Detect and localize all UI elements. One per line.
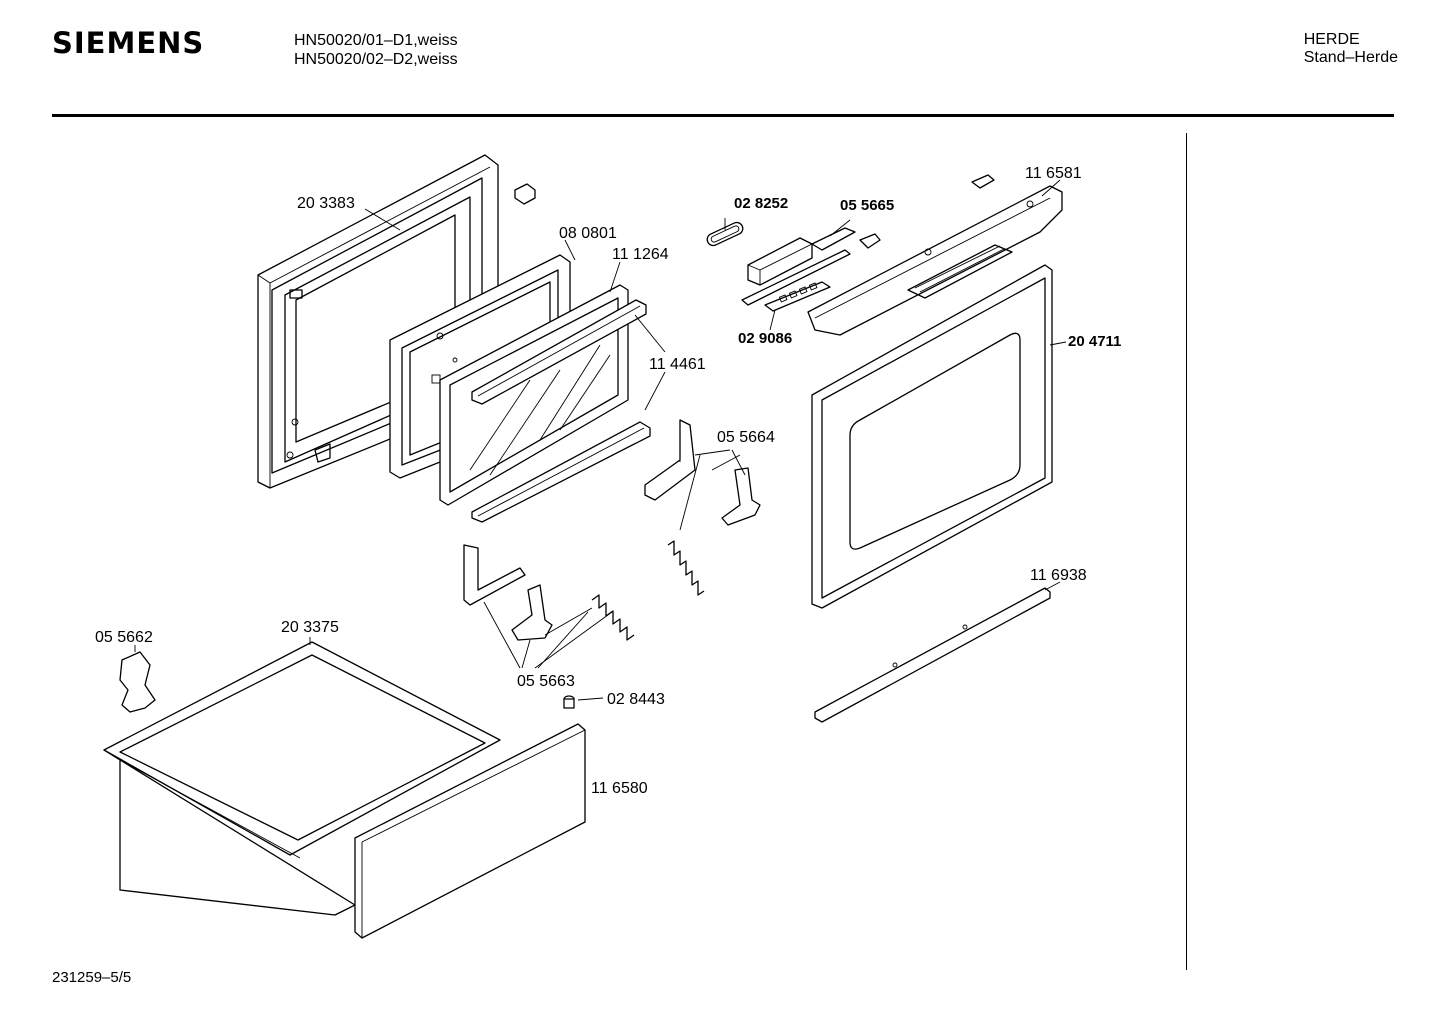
model-list: HN50020/01–D1,weiss HN50020/02–D2,weiss [294,31,458,69]
document-code: 231259–5/5 [52,969,132,986]
part-label-114461: 11 4461 [649,356,706,373]
category-line-1: HERDE [1303,31,1360,48]
part-label-116938: 11 6938 [1030,567,1087,584]
hinge-left-lower [463,544,526,606]
small-clip-top [514,183,536,205]
drawer-bracket [119,651,156,713]
drawer-front [354,723,586,939]
knob [563,695,575,709]
part-label-055664: 05 5664 [717,429,775,446]
glass-rail-top [471,299,647,405]
hinge-arm-upper [721,467,761,526]
part-label-029086: 02 9086 [738,330,792,347]
part-label-080801: 08 0801 [559,225,617,242]
part-label-203383: 20 3383 [297,195,355,212]
category-block: HERDE Stand–Herde [1304,31,1398,67]
part-label-028252: 02 8252 [734,195,788,212]
brand-logo: SIEMENS [52,26,205,60]
category-line-2: Stand–Herde [1303,49,1398,66]
oven-door-panel [811,264,1053,609]
part-label-055663: 05 5663 [517,673,575,690]
drawer-tray [103,641,501,916]
model-line-1: HN50020/01–D1,weiss [294,32,458,49]
handle-bracket [741,227,881,306]
part-label-055662: 05 5662 [95,629,153,646]
glass-rail-bottom [471,421,651,523]
control-panel-trim [807,174,1063,336]
leader-lines [134,179,1067,701]
switch-strip [764,281,831,312]
part-label-111264: 11 1264 [612,246,669,263]
side-rule [1186,133,1187,970]
gasket-ring [706,221,744,247]
part-label-116581: 11 6581 [1025,165,1082,182]
part-label-204711: 20 4711 [1068,333,1121,350]
header-rule [52,114,1394,117]
bottom-rail [814,587,1051,723]
model-line-2: HN50020/02–D2,weiss [294,51,458,68]
spring-upper [667,540,705,596]
part-label-028443: 02 8443 [607,691,665,708]
hinge-arm-lower [511,584,553,641]
rod-lower [544,607,593,636]
part-label-055665: 05 5665 [840,197,894,214]
part-label-116580: 11 6580 [591,780,648,797]
hinge-left-upper [644,419,696,501]
part-label-203375: 20 3375 [281,619,339,636]
spring-lower [591,594,635,641]
